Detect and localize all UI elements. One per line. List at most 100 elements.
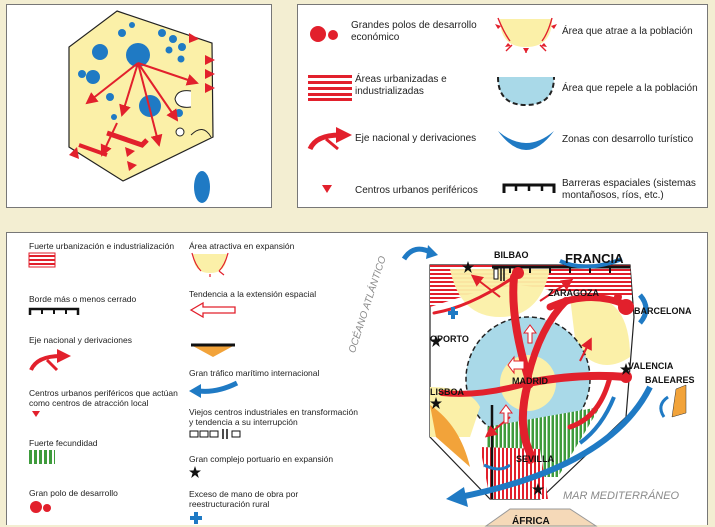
tourism-symbol: [498, 131, 554, 150]
legend-perifericos-label: Centros urbanos periféricos: [355, 185, 478, 196]
schema-panel: [6, 4, 272, 208]
axis-symbol: [307, 127, 352, 151]
axis-bilbao-oporto: [432, 275, 516, 315]
schema-periph-triangle: [125, 147, 135, 157]
schema-axis-arrow: [119, 62, 139, 117]
legend2-centros-label: Centros urbanos periféricos que actúan c…: [29, 388, 178, 408]
legend2-area-atractiva-label: Área atractiva en expansión: [189, 241, 295, 251]
schema-hexagon-diagram: [68, 10, 215, 203]
schema-pole-circle: [177, 55, 185, 63]
barcelona-pole-small: [614, 293, 622, 301]
axis-madrid-sevilla: [518, 379, 536, 461]
derivation-arrow: [539, 278, 574, 302]
schema-pole-circle: [92, 44, 108, 60]
repel-symbol: [497, 76, 555, 107]
schema-pole-circle: [111, 114, 117, 120]
axis-madrid-valencia: [524, 371, 630, 387]
centros2-triangle-symbol: [32, 411, 40, 417]
axis-madrid-zaragoza: [524, 297, 570, 381]
madrid-pole: [522, 377, 534, 389]
legend2-tendencia-label: Tendencia a la extensión espacial: [189, 289, 317, 299]
axis-valencia-south: [567, 374, 613, 430]
schema-barrier-line: [174, 90, 192, 108]
legend2-exceso-label: Exceso de mano de obra por reestructurac…: [189, 489, 299, 509]
tendency-arrow: [507, 355, 525, 375]
schema-pole-circle: [118, 29, 126, 37]
baleares-arc: [659, 395, 669, 418]
city-label-baleares: BALEARES: [645, 375, 695, 385]
schema-periph-triangle: [69, 147, 79, 159]
mediterranean-arrow: [459, 385, 653, 500]
valencia-pole: [620, 371, 632, 383]
attract-symbol: [495, 17, 557, 53]
city-label-madrid: MADRID: [512, 376, 548, 386]
urban-symbol: [308, 75, 352, 101]
schema-arc: [190, 129, 212, 138]
barcelona-pole: [618, 299, 634, 315]
strong-urban-symbol: [28, 252, 56, 268]
legend-atrae-label: Área que atrae a la población: [562, 26, 693, 37]
bilbao-pole: [512, 267, 524, 279]
port-star: [620, 363, 632, 375]
schema-band: [106, 130, 149, 148]
legend2-viejos-label: Viejos centros industriales en transform…: [189, 407, 358, 427]
labor-cross: [448, 307, 458, 319]
bottom-legend-panel: Fuerte urbanización e industrialización …: [6, 232, 708, 527]
schema-pole-circle: [106, 93, 114, 101]
sea-label: MAR MEDITERRÁNEO: [563, 490, 680, 502]
tendency-arrow: [523, 324, 537, 344]
schema-axis-arrow: [137, 62, 179, 122]
city-label-lisboa: LISBOA: [430, 387, 465, 397]
labor-cross-symbol: [190, 512, 202, 524]
schema-periph-triangle: [189, 33, 199, 43]
schema-axis-arrow: [137, 62, 163, 147]
schema-axis-arrow: [137, 62, 199, 86]
legend2-trafico-label: Gran tráfico marítimo internacional: [189, 368, 320, 378]
schema-periph-triangle: [127, 161, 137, 171]
port-star-symbol: [189, 466, 201, 478]
derivation-arrow: [579, 337, 592, 362]
schema-pole-circle: [169, 35, 177, 43]
port-star: [462, 261, 474, 273]
country-label-francia: FRANCIA: [565, 251, 624, 266]
legend2-fecundidad-label: Fuerte fecundidad: [29, 438, 98, 448]
tendency-arrow-symbol: [189, 301, 236, 319]
tendency-arrow: [499, 404, 513, 424]
schema-pole-circle: [78, 70, 86, 78]
old-industry-symbol: [189, 429, 241, 439]
schema-periph-triangle: [205, 55, 215, 65]
schema-axis-arrow: [85, 62, 139, 105]
legend2-gran-polo-label: Gran polo de desarrollo: [29, 488, 118, 498]
gran-polo-symbol: [30, 501, 51, 513]
periph-triangle-symbol: [322, 185, 332, 193]
schema-pole-circle: [86, 70, 100, 84]
border-symbol: [28, 307, 80, 315]
city-label-valencia: VALENCIA: [628, 361, 674, 371]
schema-periph-triangle: [205, 83, 215, 93]
city-label-oporto: OPORTO: [430, 334, 469, 344]
top-legend-panel: Grandes polos de desarrollo económico Ár…: [297, 4, 708, 208]
derivation-arrow: [470, 274, 501, 298]
barrier-symbol: [502, 183, 556, 193]
schema-small-circle: [175, 127, 185, 137]
barcelona-tourism-curve: [638, 293, 649, 325]
axis-madrid-lisboa: [439, 380, 531, 397]
schema-pole-circle: [178, 43, 186, 51]
maritime-band-symbol: [191, 343, 235, 357]
schema-pole-circle: [165, 46, 173, 54]
fertility-symbol: [29, 450, 55, 464]
southwest-traffic-band: [430, 405, 470, 467]
legend2-borde-label: Borde más o menos cerrado: [29, 294, 137, 304]
zaragoza-pole: [562, 297, 570, 305]
axis2-symbol: [29, 349, 71, 372]
schema-pole-circle: [129, 22, 135, 28]
poles-symbol: [310, 26, 338, 42]
city-label-zaragoza: ZARAGOZA: [548, 288, 599, 298]
schema-pole-circle: [126, 43, 150, 67]
legend-urban-label: Áreas urbanizadas e industrializadas: [355, 74, 447, 97]
maritime-arrow-symbol: [189, 380, 239, 398]
legend2-fuerte-urb-label: Fuerte urbanización e industrialización: [29, 241, 175, 251]
legend-polos-label: Grandes polos de desarrollo económico: [351, 20, 477, 43]
attractive-area-symbol: [191, 252, 229, 277]
south-tourism-curve: [483, 463, 511, 471]
